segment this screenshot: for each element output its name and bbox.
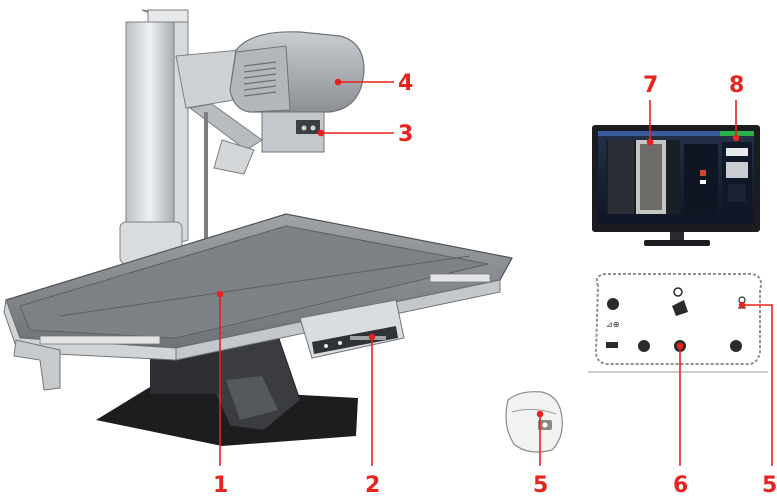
support-rod — [204, 112, 208, 242]
spot-cone — [213, 139, 255, 175]
callout-4: 4 — [398, 71, 413, 96]
callout-5-panel: 5 — [762, 473, 777, 498]
svg-text:⊿⊕: ⊿⊕ — [606, 320, 619, 329]
callout-5-foot-switch: 5 — [533, 473, 548, 498]
x-ray-table-system — [3, 9, 513, 446]
callout-7: 7 — [643, 73, 658, 98]
callout-2: 2 — [365, 473, 380, 498]
table-control-box — [299, 299, 405, 359]
collimator — [261, 111, 325, 153]
foot-switch-icon — [505, 391, 563, 453]
callout-6: 6 — [673, 473, 688, 498]
column — [119, 9, 189, 265]
callout-8: 8 — [729, 73, 744, 98]
callout-1: 1 — [213, 473, 228, 498]
x-ray-tube-head — [229, 31, 365, 113]
control-panel-icon: ⊿⊕ — [588, 273, 768, 373]
callout-labels: 4 3 1 2 5 6 5 7 8 — [213, 71, 777, 498]
monitor-icon — [592, 125, 760, 246]
leader-lines — [216, 78, 773, 466]
callout-3: 3 — [398, 122, 413, 147]
